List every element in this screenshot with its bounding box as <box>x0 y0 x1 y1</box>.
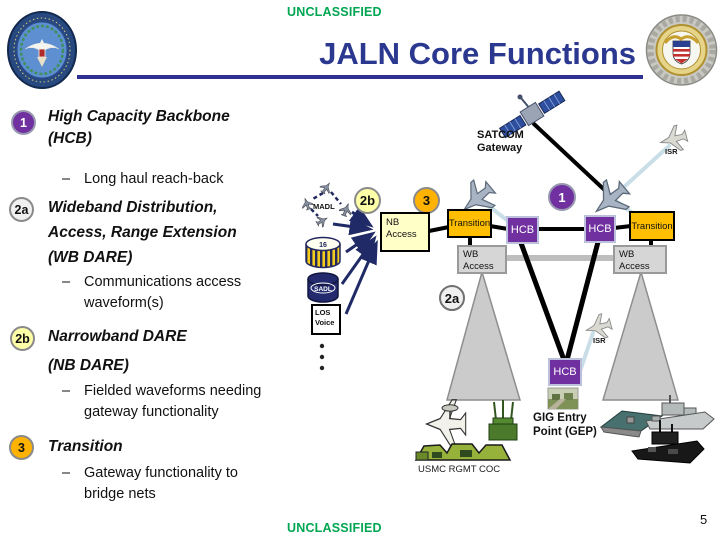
legend-sub-hcb: – Long haul reach-back <box>62 169 223 190</box>
dod-seal-icon <box>7 11 77 89</box>
title-underline <box>77 75 643 79</box>
amphib-ship-icon <box>631 420 705 464</box>
diagram-badge-2b: 2b <box>354 187 381 214</box>
madl-dashed-links <box>310 191 342 217</box>
usmc-label: USMC RGMT COC <box>418 464 501 475</box>
hcb-box-center: HCB <box>548 358 582 386</box>
legend-title-transition: Transition <box>48 438 123 455</box>
legend-badge-2a: 2a <box>9 197 34 222</box>
wb-access-box-right: WB Access <box>613 245 667 274</box>
hcb-box-right: HCB <box>584 215 616 243</box>
hcb-box-left: HCB <box>506 216 539 244</box>
satellite-icon <box>498 90 566 139</box>
diagram-badge-1: 1 <box>548 183 576 211</box>
dash: – <box>62 274 71 290</box>
awacs-icon <box>425 398 467 450</box>
isr-label-mid: ISR <box>593 336 606 345</box>
coverage-triangle-right <box>601 269 679 401</box>
madl-label: MADL <box>313 202 335 211</box>
carrier-icon <box>599 410 664 438</box>
header-classification: UNCLASSIFIED <box>287 5 382 19</box>
legend-title-hcb: High Capacity Backbone (HCB) <box>48 108 230 147</box>
link16-cylinder-icon: 16 <box>305 236 341 269</box>
nb-access-box: NB Access <box>380 212 430 252</box>
los-voice-box: LOS Voice <box>311 304 341 335</box>
page-title: JALN Core Functions <box>319 36 636 71</box>
antenna-unit-icon <box>488 400 518 441</box>
legend-title-nbdare: Narrowband DARE (NB DARE) <box>48 328 187 374</box>
legend-badge-1: 1 <box>11 110 36 135</box>
gig-photo <box>547 387 579 410</box>
backbone-links <box>427 122 653 363</box>
nb-access-arrows <box>332 206 378 315</box>
jcs-seal-icon <box>645 14 718 86</box>
destroyer-icon <box>645 395 715 430</box>
satcom-gateway-label: SATCOM Gateway <box>477 129 524 155</box>
dash: – <box>62 171 71 187</box>
diagram-badge-3: 3 <box>413 187 440 214</box>
dash: – <box>62 465 71 481</box>
sadl-cylinder-icon: SADL <box>307 272 339 303</box>
transition-box-right: Transition <box>629 211 675 241</box>
page-number: 5 <box>700 512 708 527</box>
legend-sub-wbdare: – Communications access waveform(s) <box>62 272 241 314</box>
legend-sub-nbdare: – Fielded waveforms needing gateway func… <box>62 381 261 423</box>
gig-entry-label: GIG Entry Point (GEP) <box>533 412 597 439</box>
ellipsis-dots <box>319 343 325 371</box>
legend-badge-2b: 2b <box>10 326 35 351</box>
legend-badge-3: 3 <box>9 435 34 460</box>
isr-label-top: ISR <box>665 147 678 156</box>
coverage-triangle-left <box>446 269 522 401</box>
legend-title-wbdare: Wideband Distribution, Access, Range Ext… <box>48 199 237 266</box>
sadl-label: SADL <box>314 286 332 293</box>
wb-access-box-left: WB Access <box>457 245 507 274</box>
legend-sub-transition: – Gateway functionality to bridge nets <box>62 463 238 505</box>
link16-label: 16 <box>319 242 327 249</box>
diagram-badge-2a: 2a <box>439 285 465 311</box>
transition-box-left: Transition <box>447 209 492 238</box>
dash: – <box>62 383 71 399</box>
tent-complex-icon <box>414 443 512 461</box>
footer-classification: UNCLASSIFIED <box>287 521 382 535</box>
